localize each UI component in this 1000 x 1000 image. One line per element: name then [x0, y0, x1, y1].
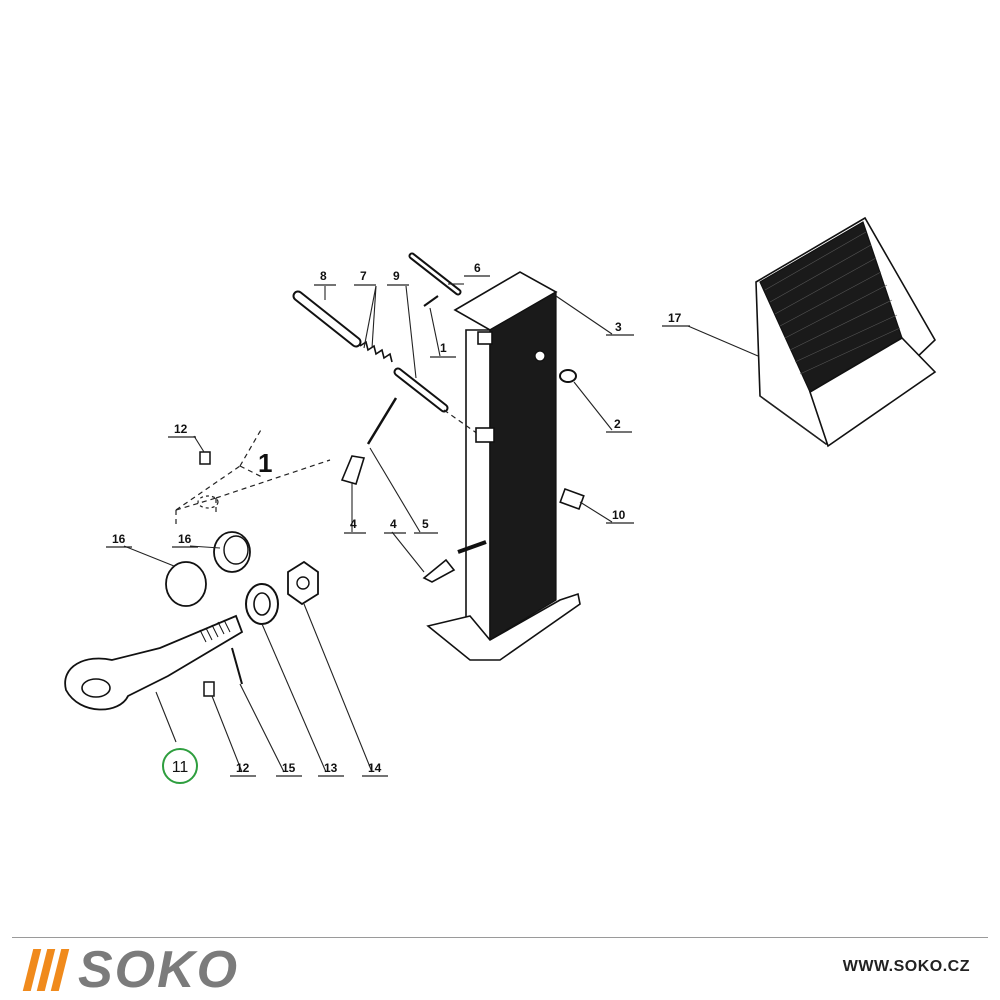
- part-3-stand-leg: [426, 271, 581, 661]
- callout-10: 10: [612, 508, 626, 522]
- callout-14: 14: [368, 761, 382, 775]
- part-15-split-pin: [231, 647, 243, 685]
- part-12-bolt-lower: [203, 681, 215, 697]
- callout-12-upper: 12: [174, 422, 188, 436]
- mounting-plate: 1: [175, 427, 331, 524]
- part-16-cap-right: [213, 531, 251, 573]
- callout-2: 2: [614, 417, 621, 431]
- part-5-cotter: [366, 397, 398, 445]
- part-9-rod: [393, 367, 449, 413]
- exploded-parts-diagram: 1: [64, 216, 937, 784]
- callout-6: 6: [474, 261, 481, 275]
- part-11-towing-eye: [64, 614, 244, 711]
- callout-16-right: 16: [178, 532, 192, 546]
- callout-8: 8: [320, 269, 327, 283]
- logo-bars-icon: [22, 949, 70, 991]
- callout-3: 3: [615, 320, 622, 334]
- part-16-cap-left: [165, 561, 207, 607]
- footer-divider: [12, 937, 988, 938]
- part-13-washer: [245, 583, 279, 625]
- callout-11-highlight[interactable]: 11: [162, 748, 198, 784]
- view-marker-1: 1: [258, 448, 272, 478]
- part-1-small-pin: [423, 295, 439, 307]
- callout-15: 15: [282, 761, 296, 775]
- leg-bolt: [457, 540, 487, 554]
- part-17-wheel-chock: [755, 216, 937, 448]
- part-14-castle-nut: [287, 560, 319, 606]
- callout-13: 13: [324, 761, 338, 775]
- callout-9: 9: [393, 269, 400, 283]
- callout-4-right: 4: [390, 517, 397, 531]
- part-2-washer: [559, 369, 577, 383]
- callout-12-lower: 12: [236, 761, 250, 775]
- part-4-cone-upper: [340, 455, 366, 485]
- part-8-sleeve: [292, 290, 362, 348]
- callout-11: 11: [172, 759, 189, 776]
- part-7-spring: [359, 340, 393, 363]
- part-6-bolt: [408, 252, 462, 296]
- callout-1: 1: [440, 341, 447, 355]
- brand-name: SOKO: [78, 941, 240, 999]
- callout-4-left: 4: [350, 517, 357, 531]
- website-link[interactable]: WWW.SOKO.CZ: [842, 958, 970, 975]
- soko-logo[interactable]: SOKO: [22, 941, 240, 999]
- part-12-bolt-upper: [199, 451, 211, 465]
- callout-7: 7: [360, 269, 367, 283]
- callout-labels: 8 7 9 6 1 3 2 10 17 4 4 5 12 16 16 12 15…: [106, 261, 690, 777]
- leader-lines: [123, 283, 759, 773]
- part-10-bushing: [559, 487, 585, 511]
- callout-5: 5: [422, 517, 429, 531]
- callout-16-left: 16: [112, 532, 126, 546]
- callout-17: 17: [668, 311, 682, 325]
- part-4-cone-lower: [422, 558, 456, 583]
